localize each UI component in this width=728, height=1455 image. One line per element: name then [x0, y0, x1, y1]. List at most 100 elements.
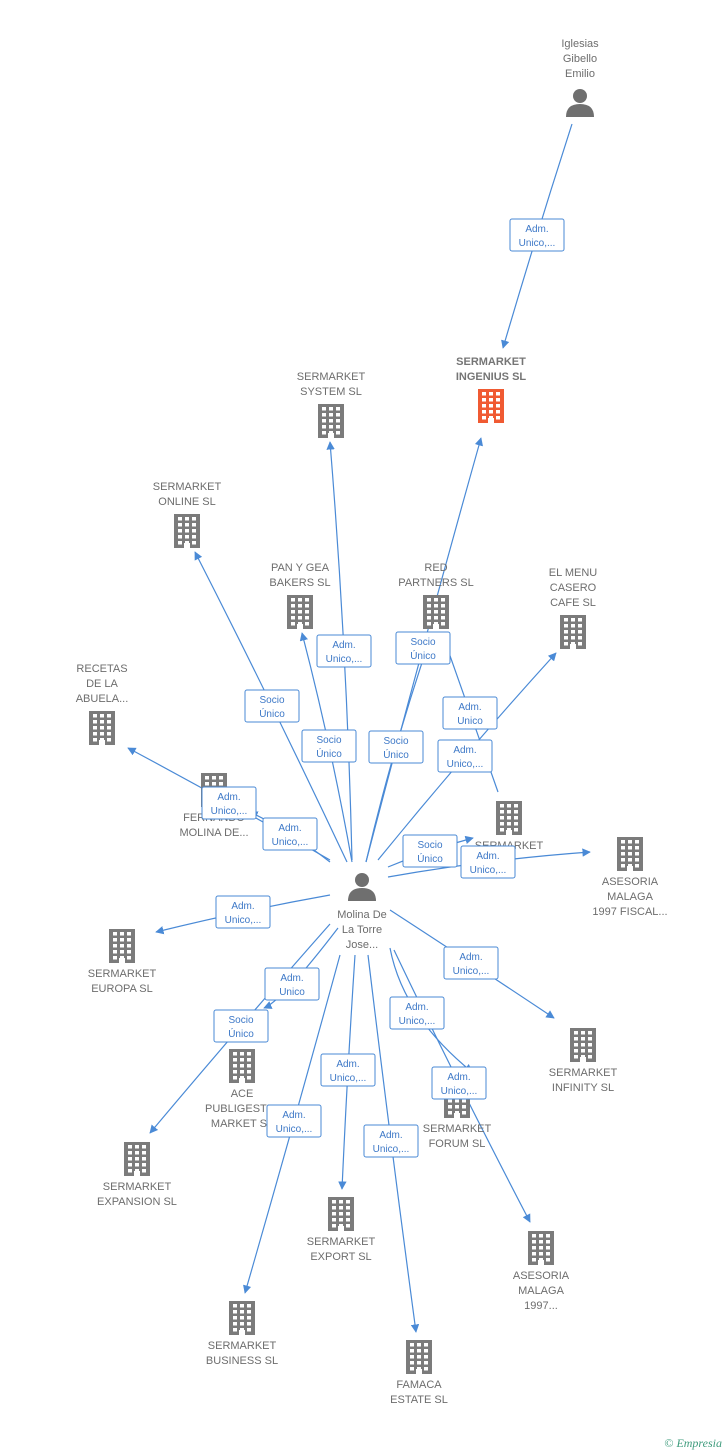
building-window	[113, 938, 117, 942]
building-window	[621, 858, 625, 862]
node-label: ACE	[231, 1088, 254, 1100]
building-icon	[124, 1142, 150, 1176]
node-label: PUBLIGESTI...	[205, 1103, 279, 1115]
edge-label-famaca[interactable]: Adm.Unico,...	[363, 1124, 419, 1158]
edge-label-forum[interactable]: Adm.Unico,...	[389, 996, 445, 1030]
edge-label-ingenius[interactable]: Adm.Unico,...	[509, 218, 565, 252]
building-window	[489, 392, 493, 396]
building-window	[500, 810, 504, 814]
building-window	[564, 624, 568, 628]
building-window	[291, 616, 295, 620]
building-window	[455, 1105, 459, 1109]
building-window	[332, 1218, 336, 1222]
building-window	[441, 616, 445, 620]
building-window	[233, 1328, 237, 1332]
edge-label-text: Adm.	[458, 702, 481, 713]
building-window	[128, 1145, 132, 1149]
building-window	[410, 1361, 414, 1365]
building-window	[410, 1355, 414, 1359]
edge-label-text: Socio	[383, 736, 408, 747]
building-icon	[318, 404, 344, 438]
node-label: EL MENU	[549, 567, 598, 579]
building-window	[100, 714, 104, 718]
edge-label-asesoria[interactable]: Adm.Unico,...	[431, 1066, 487, 1100]
edge-label-fernando[interactable]: Adm.Unico,...	[262, 817, 318, 851]
building-window	[247, 1310, 251, 1314]
footer-brand[interactable]: ©Empresia	[664, 1436, 722, 1451]
edge-label-europa[interactable]: Adm.Unico,...	[215, 895, 271, 929]
edge-label-asesoria_fiscal[interactable]: Adm.Unico,...	[460, 845, 516, 879]
building-window	[107, 714, 111, 718]
edge-label-infinity[interactable]: Adm.Unico,...	[443, 946, 499, 980]
edge-label-export[interactable]: Adm.Unico,...	[320, 1053, 376, 1087]
building-window	[635, 846, 639, 850]
building-door	[570, 644, 576, 649]
building-window	[178, 535, 182, 539]
building-window	[434, 598, 438, 602]
edge-label-box	[215, 895, 271, 929]
building-door	[297, 624, 303, 629]
node-label: La Torre	[342, 924, 382, 936]
edge-label-ace[interactable]: Adm.Unico	[264, 967, 320, 1001]
building-window	[142, 1169, 146, 1173]
edges-layer	[127, 123, 591, 1333]
building-window	[219, 782, 223, 786]
edge-label-business[interactable]: Adm.Unico,...	[266, 1104, 322, 1138]
building-window	[448, 1099, 452, 1103]
building-window	[336, 425, 340, 429]
building-window	[240, 1070, 244, 1074]
building-icon	[478, 389, 504, 423]
building-window	[588, 1043, 592, 1047]
building-window	[233, 1076, 237, 1080]
node-label: RED	[424, 562, 447, 574]
building-window	[240, 1322, 244, 1326]
building-window	[507, 816, 511, 820]
building-window	[482, 404, 486, 408]
node-asesoria[interactable]: ASESORIAMALAGA1997...	[513, 1231, 570, 1312]
edge-label-menu[interactable]: Adm.Unico,...	[437, 739, 493, 773]
building-window	[427, 610, 431, 614]
edge-label-text: Adm.	[379, 1130, 402, 1141]
building-window	[532, 1252, 536, 1256]
building-icon	[617, 837, 643, 871]
building-window	[185, 541, 189, 545]
node-label: EXPORT SL	[310, 1251, 371, 1263]
edge-label-red[interactable]: Adm.Unico	[442, 696, 498, 730]
edge-label-box	[402, 834, 458, 868]
edge-label-text: Único	[410, 649, 436, 662]
building-window	[546, 1240, 550, 1244]
building-window	[329, 431, 333, 435]
building-window	[192, 523, 196, 527]
building-window	[336, 413, 340, 417]
edge-label-recetas[interactable]: Adm.Unico,...	[201, 786, 257, 820]
node-label: BAKERS SL	[269, 577, 330, 589]
edge-label-system[interactable]: Adm.Unico,...	[316, 634, 372, 668]
building-window	[628, 846, 632, 850]
building-window	[291, 598, 295, 602]
building-window	[546, 1258, 550, 1262]
